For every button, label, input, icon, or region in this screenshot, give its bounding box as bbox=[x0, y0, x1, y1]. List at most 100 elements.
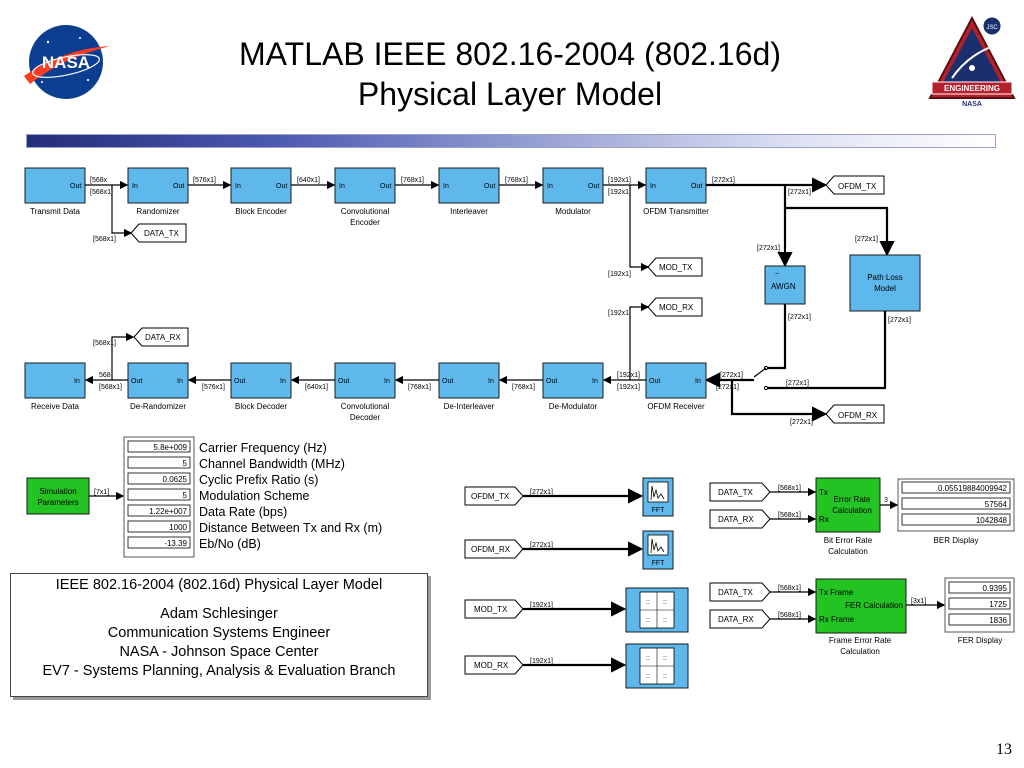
svg-text:Block Decoder: Block Decoder bbox=[235, 402, 287, 411]
from-data-tx-fer[interactable]: DATA_TX bbox=[709, 582, 771, 602]
svg-text:[576x1]: [576x1] bbox=[193, 177, 216, 184]
goto-data-rx[interactable]: DATA_RX bbox=[133, 327, 189, 347]
engineering-band-text: ENGINEERING bbox=[944, 84, 1000, 93]
modulator-block[interactable]: In Out Modulator bbox=[542, 167, 604, 216]
manual-switch[interactable] bbox=[753, 365, 769, 391]
goto-data-tx[interactable]: DATA_TX bbox=[130, 223, 187, 243]
ber-display: 0.05519884009942 57564 1042848 BER Displ… bbox=[901, 481, 1011, 545]
block-encoder-block[interactable]: In Out Block Encoder bbox=[230, 167, 292, 216]
constellation-scope-tx[interactable]: :::: :::: bbox=[625, 587, 689, 633]
svg-text:[272x1]: [272x1] bbox=[788, 314, 811, 321]
svg-text:OFDM_TX: OFDM_TX bbox=[471, 492, 510, 501]
svg-text:MOD_RX: MOD_RX bbox=[474, 661, 509, 670]
svg-text:5: 5 bbox=[183, 459, 188, 468]
svg-text:Distance Between Tx and Rx (m): Distance Between Tx and Rx (m) bbox=[199, 521, 382, 535]
goto-mod-rx[interactable]: MOD_RX bbox=[647, 297, 703, 317]
from-data-rx-fer[interactable]: DATA_RX bbox=[709, 609, 771, 629]
svg-text:[192x1]: [192x1] bbox=[617, 372, 640, 379]
svg-text:[272x1]: [272x1] bbox=[888, 317, 911, 324]
svg-text:[192x1]: [192x1] bbox=[608, 271, 631, 278]
path-loss-model-block[interactable]: Path Loss Model bbox=[849, 254, 921, 312]
svg-text:::: :: bbox=[646, 599, 650, 606]
convolutional-encoder-block[interactable]: In Out Convolutional Encoder bbox=[334, 167, 396, 227]
de-interleaver-block[interactable]: Out In De-Interleaver bbox=[438, 362, 500, 411]
svg-text:Out: Out bbox=[380, 183, 391, 190]
svg-text:1.22e+007: 1.22e+007 bbox=[149, 507, 188, 516]
svg-text:OFDM_TX: OFDM_TX bbox=[838, 182, 877, 191]
svg-text:In: In bbox=[650, 183, 656, 190]
svg-text:De-Interleaver: De-Interleaver bbox=[444, 402, 495, 411]
from-mod-tx[interactable]: MOD_TX bbox=[464, 599, 524, 619]
simulation-parameters-block[interactable]: Simulation Parameters bbox=[26, 477, 90, 515]
fft-scope-tx[interactable]: FFT bbox=[642, 477, 674, 517]
svg-text:Channel Bandwidth (MHz): Channel Bandwidth (MHz) bbox=[199, 457, 345, 471]
svg-text:Out: Out bbox=[546, 378, 557, 385]
fft-scope-rx[interactable]: FFT bbox=[642, 530, 674, 570]
svg-text:0.0625: 0.0625 bbox=[163, 475, 188, 484]
constellation-scope-rx[interactable]: :::: :::: bbox=[625, 643, 689, 689]
randomizer-block[interactable]: In Out Randomizer bbox=[127, 167, 189, 216]
ofdm-receiver-block[interactable]: Out In OFDM Receiver bbox=[645, 362, 707, 411]
svg-text:1042848: 1042848 bbox=[976, 516, 1008, 525]
nasa-logo: NASA bbox=[24, 25, 110, 99]
svg-text:Cyclic Prefix Ratio (s): Cyclic Prefix Ratio (s) bbox=[199, 473, 318, 487]
svg-text:Decoder: Decoder bbox=[350, 413, 381, 422]
from-data-rx-ber[interactable]: DATA_RX bbox=[709, 509, 771, 529]
svg-text:Frame Error Rate: Frame Error Rate bbox=[829, 636, 892, 645]
svg-text:[192x1]: [192x1] bbox=[608, 189, 631, 196]
svg-text:In: In bbox=[132, 183, 138, 190]
nasa-logo-text: NASA bbox=[42, 53, 90, 72]
svg-text:[272x1]: [272x1] bbox=[855, 236, 878, 243]
svg-text:Out: Out bbox=[173, 183, 184, 190]
svg-text:In: In bbox=[235, 183, 241, 190]
interleaver-block[interactable]: In Out Interleaver bbox=[438, 167, 500, 216]
svg-text:5: 5 bbox=[183, 491, 188, 500]
from-ofdm-rx[interactable]: OFDM_RX bbox=[464, 539, 524, 559]
svg-text:[272x1]: [272x1] bbox=[530, 542, 553, 549]
svg-text:[568x1]: [568x1] bbox=[778, 512, 801, 519]
frame-error-rate-calculation-block[interactable]: Tx Frame Rx Frame FER Calculation Frame … bbox=[815, 578, 907, 656]
from-ofdm-tx[interactable]: OFDM_TX bbox=[464, 486, 524, 506]
svg-text:OFDM Transmitter: OFDM Transmitter bbox=[643, 207, 709, 216]
svg-text:568: 568 bbox=[99, 372, 111, 379]
svg-text:AWGN: AWGN bbox=[771, 282, 796, 291]
svg-text:[272x1]: [272x1] bbox=[712, 177, 735, 184]
svg-text:Out: Out bbox=[484, 183, 495, 190]
from-data-tx-ber[interactable]: DATA_TX bbox=[709, 482, 771, 502]
author-credit-box: IEEE 802.16-2004 (802.16d) Physical Laye… bbox=[10, 573, 428, 697]
svg-text:[568x1]: [568x1] bbox=[93, 236, 116, 243]
svg-text:[192x1]: [192x1] bbox=[530, 602, 553, 609]
de-modulator-block[interactable]: Out In De-Modulator bbox=[542, 362, 604, 411]
svg-text:::: :: bbox=[663, 673, 667, 680]
svg-text:[272x1]: [272x1] bbox=[786, 380, 809, 387]
receive-data-block[interactable]: In Receive Data bbox=[24, 362, 86, 411]
svg-text:Modulation Scheme: Modulation Scheme bbox=[199, 489, 310, 503]
svg-text:::: :: bbox=[646, 673, 650, 680]
awgn-block[interactable]: ~ AWGN bbox=[764, 265, 806, 305]
block-decoder-block[interactable]: Out In Block Decoder bbox=[230, 362, 292, 411]
ofdm-transmitter-block[interactable]: In Out OFDM Transmitter bbox=[643, 167, 709, 216]
goto-ofdm-rx[interactable]: OFDM_RX bbox=[825, 404, 885, 424]
svg-text:[272x1]: [272x1] bbox=[720, 372, 743, 379]
svg-text:3: 3 bbox=[884, 497, 888, 504]
svg-text:Block Encoder: Block Encoder bbox=[235, 207, 287, 216]
parameter-display: 5.8e+009 5 0.0625 5 1.22e+007 1000 -13.3… bbox=[127, 440, 191, 549]
svg-text:[568x1]: [568x1] bbox=[90, 189, 113, 196]
transmit-data-block[interactable]: Out Transmit Data bbox=[24, 167, 86, 216]
de-randomizer-block[interactable]: Out In De-Randomizer bbox=[127, 362, 189, 411]
svg-text:Convolutional: Convolutional bbox=[341, 402, 390, 411]
svg-text:Path Loss: Path Loss bbox=[867, 273, 903, 282]
bit-error-rate-calculation-block[interactable]: Tx Rx Error Rate Calculation Bit Error R… bbox=[815, 477, 881, 556]
goto-mod-tx[interactable]: MOD_TX bbox=[647, 257, 703, 277]
svg-text:[768x1]: [768x1] bbox=[505, 177, 528, 184]
svg-text:[568x1]: [568x1] bbox=[778, 612, 801, 619]
convolutional-decoder-block[interactable]: Out In Convolutional Decoder bbox=[334, 362, 396, 422]
svg-text:DATA_TX: DATA_TX bbox=[718, 488, 753, 497]
goto-ofdm-tx[interactable]: OFDM_TX bbox=[825, 175, 885, 195]
svg-text:In: In bbox=[74, 378, 80, 385]
svg-text:Parameters: Parameters bbox=[37, 498, 78, 507]
svg-text:[272x1]: [272x1] bbox=[790, 419, 813, 426]
from-mod-rx[interactable]: MOD_RX bbox=[464, 655, 524, 675]
svg-text:DATA_RX: DATA_RX bbox=[718, 515, 754, 524]
